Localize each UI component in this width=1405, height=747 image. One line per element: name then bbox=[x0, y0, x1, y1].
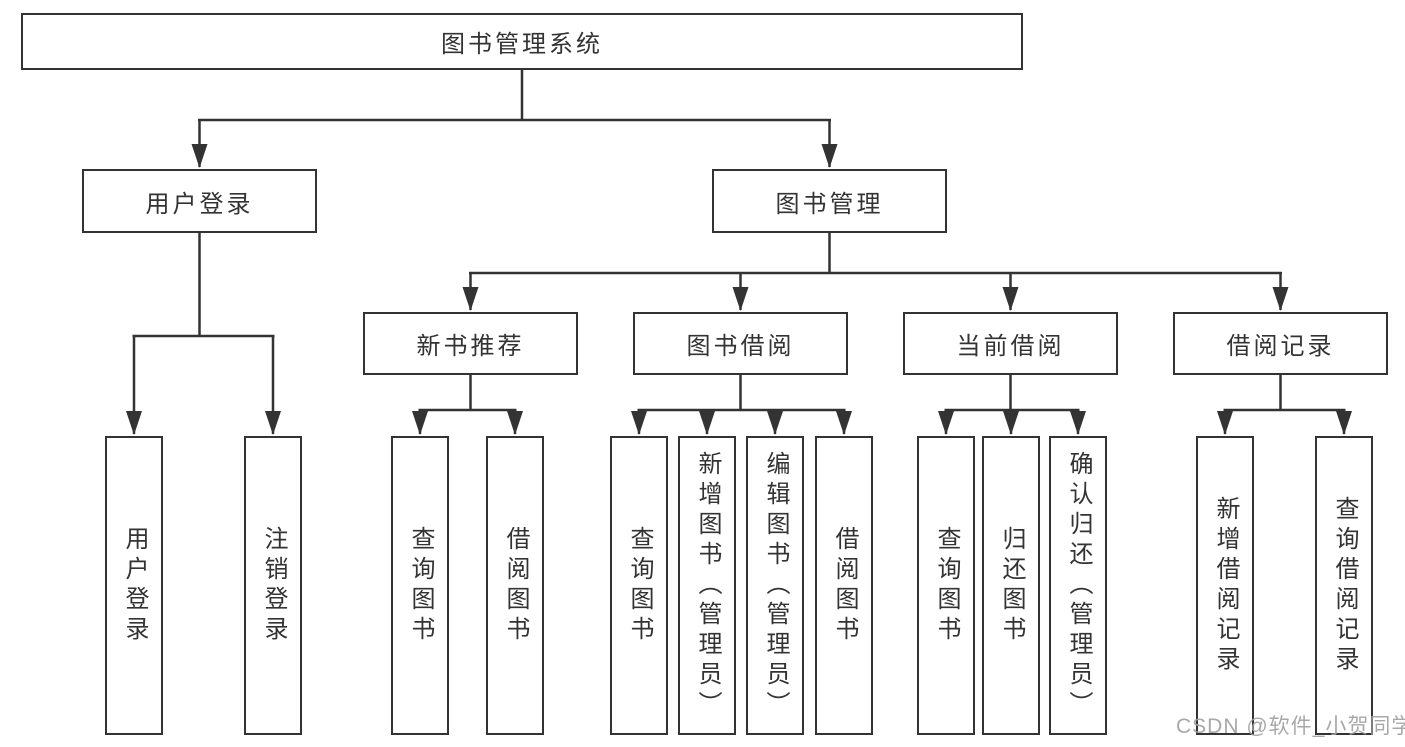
node-label: 当前借阅 bbox=[956, 333, 1065, 360]
leaf-query-books-borrow: 查询图书 bbox=[610, 436, 668, 735]
leaf-query-borrow-record: 查询借阅记录 bbox=[1315, 436, 1373, 735]
node-label: 用户登录 bbox=[145, 190, 254, 218]
node-label: 查询图书 bbox=[626, 525, 653, 646]
leaf-borrow-books: 借阅图书 bbox=[815, 436, 873, 735]
node-borrow-records: 借阅记录 bbox=[1173, 312, 1388, 375]
node-label: 确认归还（管理员） bbox=[1065, 450, 1092, 721]
node-label: 新增借阅记录 bbox=[1212, 495, 1239, 676]
node-label: 新增图书（管理员） bbox=[694, 450, 721, 721]
leaf-logout: 注销登录 bbox=[244, 436, 302, 735]
leaf-user-login: 用户登录 bbox=[105, 436, 163, 735]
node-user-login: 用户登录 bbox=[82, 169, 317, 233]
node-label: 图书管理 bbox=[775, 190, 884, 218]
node-root-system: 图书管理系统 bbox=[21, 13, 1023, 70]
leaf-borrow-books-recommend: 借阅图书 bbox=[486, 436, 544, 735]
node-label: 借阅图书 bbox=[831, 525, 858, 646]
leaf-edit-books-admin: 编辑图书（管理员） bbox=[746, 436, 804, 735]
leaf-query-books-current: 查询图书 bbox=[917, 436, 975, 735]
node-label: 新书推荐 bbox=[416, 333, 525, 360]
node-label: 归还图书 bbox=[998, 525, 1025, 646]
node-book-borrow: 图书借阅 bbox=[633, 312, 848, 375]
leaf-return-books: 归还图书 bbox=[982, 436, 1040, 735]
node-label: 用户登录 bbox=[121, 525, 148, 646]
node-label: 查询图书 bbox=[407, 525, 434, 646]
leaf-query-books-recommend: 查询图书 bbox=[391, 436, 449, 735]
node-label: 图书借阅 bbox=[686, 333, 795, 360]
node-label: 借阅记录 bbox=[1226, 333, 1335, 360]
node-new-book-recommend: 新书推荐 bbox=[363, 312, 578, 375]
node-label: 编辑图书（管理员） bbox=[762, 450, 789, 721]
node-current-borrow: 当前借阅 bbox=[903, 312, 1118, 375]
node-label: 注销登录 bbox=[260, 525, 287, 646]
node-label: 图书管理系统 bbox=[441, 31, 603, 58]
node-book-management: 图书管理 bbox=[712, 169, 947, 233]
csdn-watermark: CSDN @软件_小贺同学 bbox=[1176, 715, 1405, 738]
leaf-add-books-admin: 新增图书（管理员） bbox=[678, 436, 736, 735]
leaf-add-borrow-record: 新增借阅记录 bbox=[1196, 436, 1254, 735]
node-label: 借阅图书 bbox=[502, 525, 529, 646]
leaf-confirm-return-admin: 确认归还（管理员） bbox=[1049, 436, 1107, 735]
node-label: 查询图书 bbox=[933, 525, 960, 646]
node-label: 查询借阅记录 bbox=[1331, 495, 1358, 676]
